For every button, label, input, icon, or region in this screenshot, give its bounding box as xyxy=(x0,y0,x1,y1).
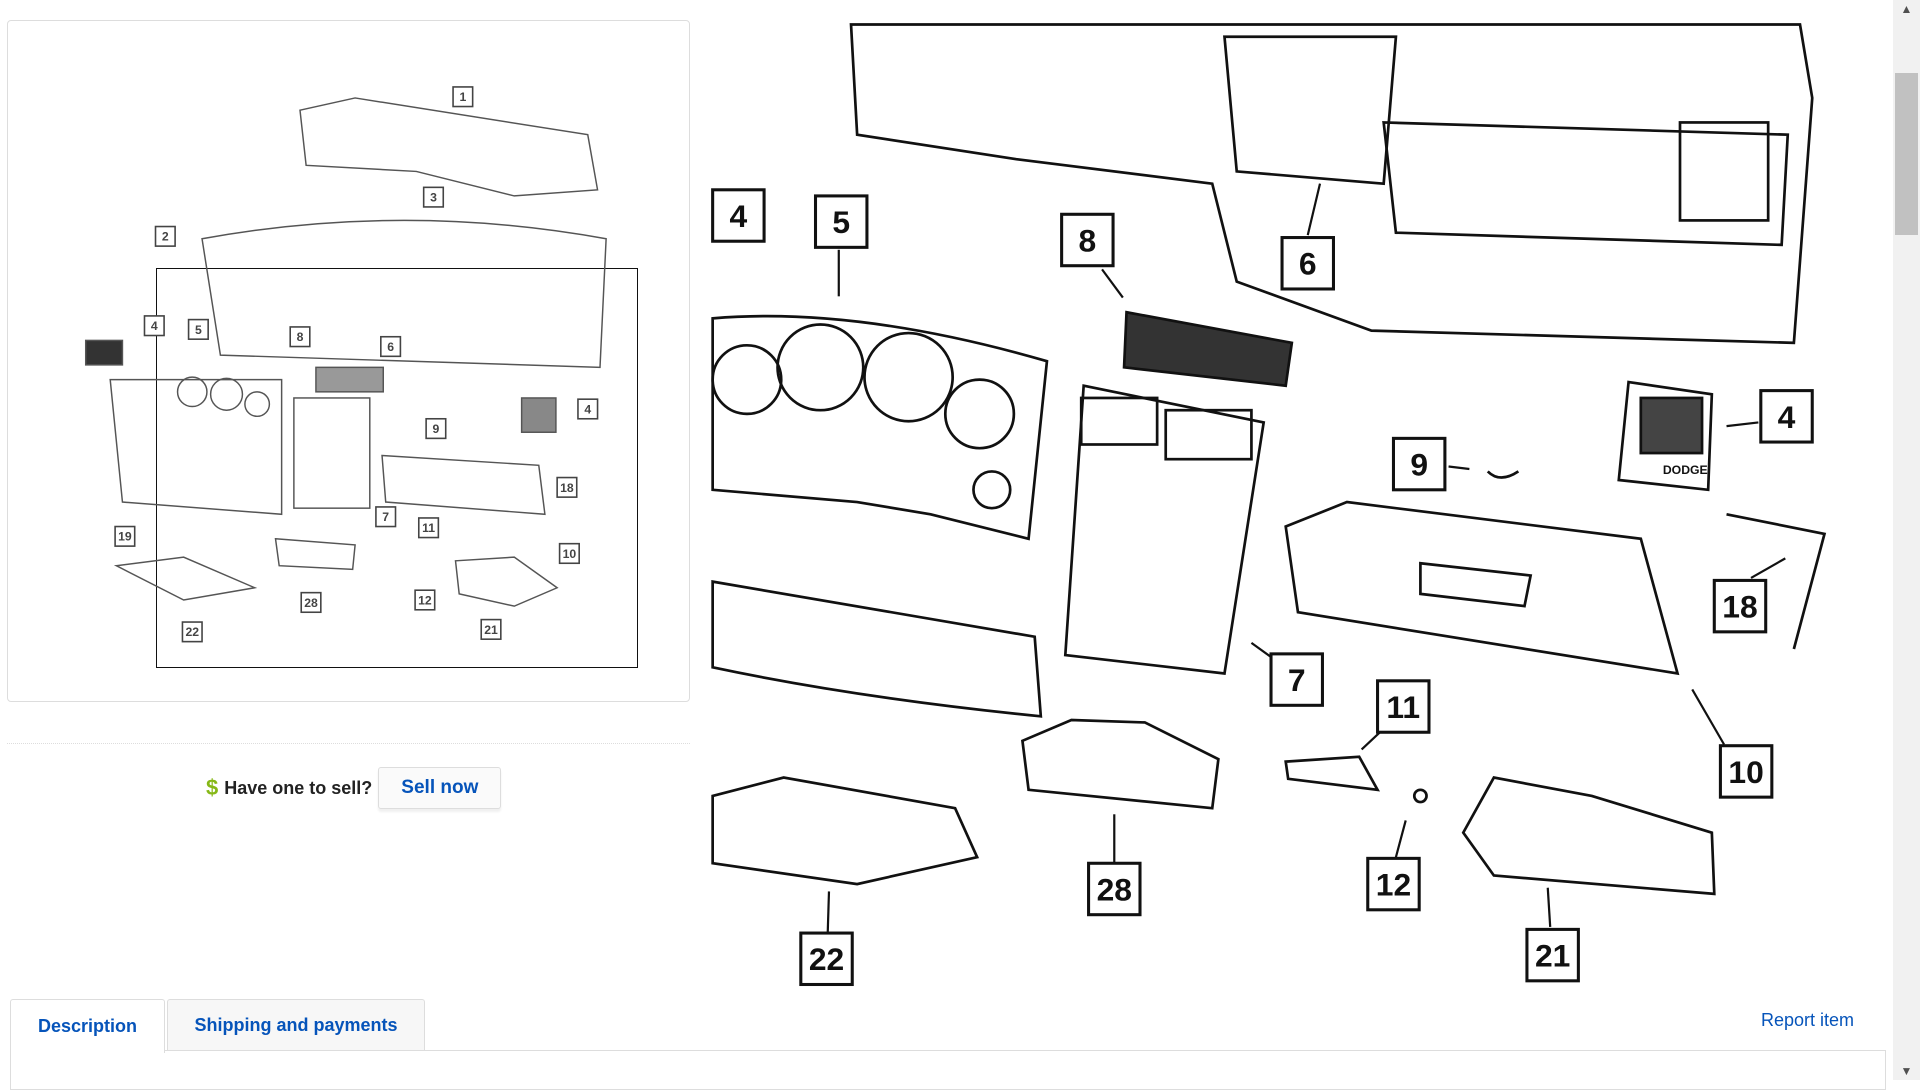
tab-shipping-and-payments[interactable]: Shipping and payments xyxy=(167,999,425,1051)
vertical-scrollbar[interactable]: ▲ ▼ xyxy=(1893,0,1920,1080)
zoom-callout-number: 11 xyxy=(1386,689,1420,725)
zoom-callout-number: 12 xyxy=(1376,867,1411,903)
zoom-callout-box xyxy=(799,931,854,987)
image-thumbnail-panel[interactable] xyxy=(7,20,690,702)
zoom-callout-box xyxy=(1391,436,1447,492)
zoom-callout-number: 4 xyxy=(730,198,748,234)
leader-line xyxy=(1394,820,1407,858)
leader-line xyxy=(1546,887,1552,928)
zoom-callout-number: 6 xyxy=(1299,246,1317,282)
zoom-callout-box xyxy=(1280,236,1335,291)
zoom-callout-box xyxy=(1366,856,1421,912)
zoom-callout-number: 4 xyxy=(1778,399,1796,435)
zoom-callout-box xyxy=(813,194,869,249)
zoom-callout-number: 9 xyxy=(1410,447,1428,483)
tab-content xyxy=(10,1050,1886,1090)
zoomed-parts-drawing xyxy=(711,23,1827,896)
zoom-callout-box xyxy=(1087,861,1142,917)
leader-line xyxy=(1360,730,1382,751)
leader-line xyxy=(1726,421,1759,428)
zoom-callout-box xyxy=(711,188,766,243)
tab-description[interactable]: Description xyxy=(10,999,165,1053)
leader-line xyxy=(1691,688,1726,746)
zoom-callout-number: 22 xyxy=(809,941,844,977)
zoom-callout-number: 28 xyxy=(1097,871,1132,907)
zoom-callout-box xyxy=(1712,578,1768,634)
zoom-callout-box xyxy=(1269,652,1324,707)
zoom-callout-number: 18 xyxy=(1722,589,1757,625)
sell-question: Have one to sell? xyxy=(224,777,373,798)
dollar-icon: $ xyxy=(206,775,219,800)
leader-line xyxy=(1306,183,1322,236)
leader-line xyxy=(1101,268,1124,299)
zoom-callout-box xyxy=(1376,679,1431,734)
leader-line xyxy=(826,891,831,932)
zoom-callout-number: 7 xyxy=(1288,662,1306,698)
zoom-callout-number: 5 xyxy=(832,204,850,240)
scroll-down-icon[interactable]: ▼ xyxy=(1900,1064,1913,1078)
zoom-callout-box xyxy=(1060,212,1115,268)
leader-line xyxy=(1750,557,1786,579)
sell-now-button[interactable]: Sell now xyxy=(378,767,502,809)
zoom-callout-number: 8 xyxy=(1078,222,1096,258)
zoom-lens[interactable] xyxy=(156,268,638,668)
dodge-brand-label: DODGE xyxy=(1663,463,1708,477)
leader-line xyxy=(1250,641,1275,660)
leader-line xyxy=(1448,465,1470,471)
zoom-callout-number: 10 xyxy=(1728,754,1763,790)
zoom-callout-box xyxy=(1759,389,1814,444)
section-divider xyxy=(7,743,690,744)
zoom-callout-box xyxy=(1718,744,1774,799)
scroll-up-icon[interactable]: ▲ xyxy=(1900,2,1913,16)
scrollbar-thumb[interactable] xyxy=(1895,73,1918,235)
have-one-to-sell: $ Have one to sell? Sell now xyxy=(206,767,502,809)
report-item-link[interactable]: Report item xyxy=(1761,1010,1855,1030)
zoom-callout-box xyxy=(1525,927,1580,983)
zoom-callout-number: 21 xyxy=(1535,938,1570,974)
